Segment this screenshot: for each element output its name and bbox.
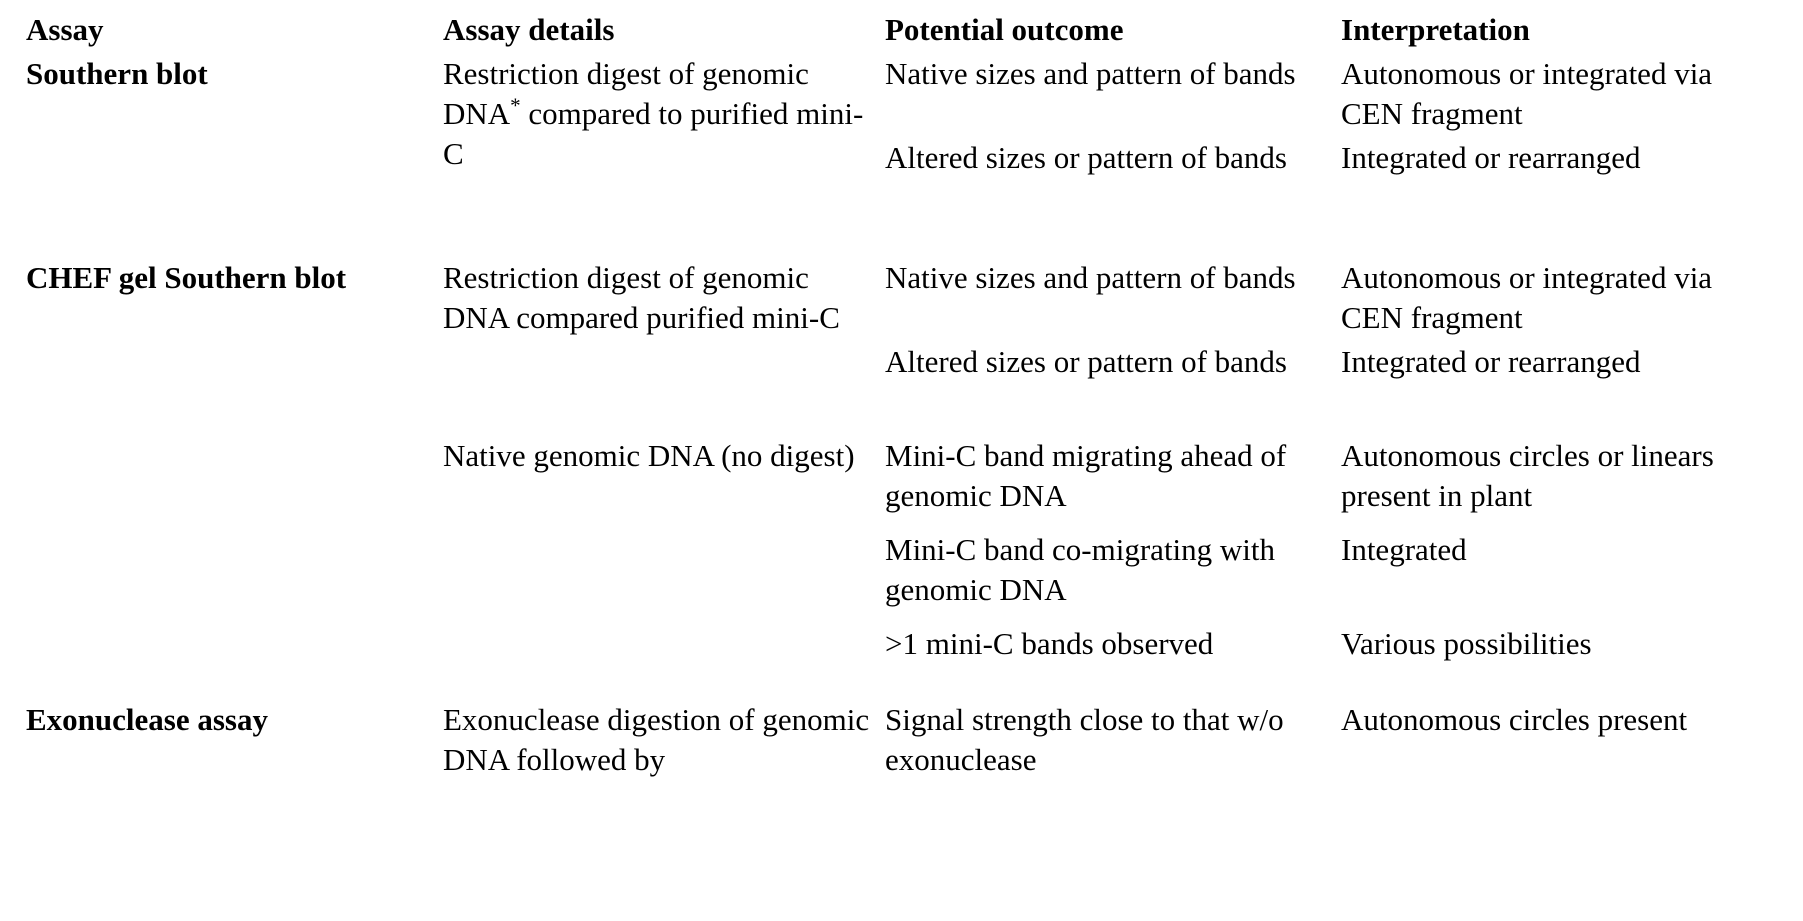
assay-details-cell: Restriction digest of genomic DNA compar… — [435, 256, 877, 434]
outcome-text: Mini-C band co-migrating with genomic DN… — [885, 532, 1276, 607]
table-row: >1 mini-C bands observed Various possibi… — [18, 622, 1786, 672]
spacer-cell — [435, 230, 877, 256]
interpretation-text: Integrated or rearranged — [1341, 140, 1641, 175]
interpretation-cell: Autonomous circles or linears present in… — [1333, 434, 1786, 528]
assay-details-text: Native genomic DNA (no digest) — [443, 438, 855, 473]
assay-details-text: Exonuclease digestion of genomic DNA fol… — [443, 702, 870, 777]
potential-outcome-cell: >1 mini-C bands observed — [877, 622, 1333, 672]
interpretation-text: Various possibilities — [1341, 626, 1592, 661]
table-row: Mini-C band co-migrating with genomic DN… — [18, 528, 1786, 622]
interpretation-cell: Various possibilities — [1333, 622, 1786, 672]
header-label-assay-details: Assay details — [443, 12, 615, 47]
header-label-potential-outcome: Potential outcome — [885, 12, 1124, 47]
table-header-row: Assay Assay details Potential outcome In… — [18, 8, 1786, 52]
table-row: Exonuclease assay Exonuclease digestion … — [18, 698, 1786, 788]
table-row: Native genomic DNA (no digest) Mini-C ba… — [18, 434, 1786, 528]
interpretation-cell: Integrated — [1333, 528, 1786, 622]
column-header-assay-details: Assay details — [435, 8, 877, 52]
table-row: Southern blot Restriction digest of geno… — [18, 52, 1786, 171]
potential-outcome-cell: Native sizes and pattern of bands — [877, 256, 1333, 340]
spacer-row — [18, 672, 1786, 698]
assay-cell-southern-blot: Southern blot — [18, 52, 435, 230]
assay-details-cell: Restriction digest of genomic DNA* compa… — [435, 52, 877, 230]
outcome-text: >1 mini-C bands observed — [885, 626, 1214, 661]
assay-summary-table: Assay Assay details Potential outcome In… — [18, 8, 1786, 788]
interpretation-text: Integrated or rearranged — [1341, 344, 1641, 379]
interpretation-cell: Integrated or rearranged — [1333, 340, 1786, 434]
potential-outcome-cell: Mini-C band migrating ahead of genomic D… — [877, 434, 1333, 528]
table-row: Altered sizes or pattern of bands Integr… — [18, 136, 1786, 230]
interpretation-cell: Autonomous or integrated via CEN fragmen… — [1333, 256, 1786, 340]
spacer-cell — [1333, 230, 1786, 256]
column-header-interpretation: Interpretation — [1333, 8, 1786, 52]
interpretation-text: Autonomous circles present — [1341, 702, 1688, 737]
potential-outcome-cell: Altered sizes or pattern of bands — [877, 340, 1333, 434]
potential-outcome-cell: Native sizes and pattern of bands — [877, 52, 1333, 136]
assay-details-text: Restriction digest of genomic DNA compar… — [443, 260, 840, 335]
table-row: CHEF gel Southern blot Restriction diges… — [18, 256, 1786, 340]
spacer-cell — [18, 672, 435, 698]
outcome-text: Altered sizes or pattern of bands — [885, 140, 1288, 175]
spacer-row — [18, 230, 1786, 256]
spacer-cell — [435, 672, 877, 698]
assay-details-cell: Exonuclease digestion of genomic DNA fol… — [435, 698, 877, 788]
column-header-assay: Assay — [18, 8, 435, 52]
interpretation-text: Autonomous or integrated via CEN fragmen… — [1341, 260, 1713, 335]
header-label-interpretation: Interpretation — [1341, 12, 1530, 47]
table-row: Altered sizes or pattern of bands Integr… — [18, 340, 1786, 434]
assay-cell-exonuclease-assay: Exonuclease assay — [18, 698, 435, 788]
interpretation-text: Autonomous circles or linears present in… — [1341, 438, 1714, 513]
assay-cell-chef-gel-southern-blot: CHEF gel Southern blot — [18, 256, 435, 672]
assay-label: Exonuclease assay — [26, 702, 268, 737]
interpretation-text: Autonomous or integrated via CEN fragmen… — [1341, 56, 1713, 131]
spacer-cell — [1333, 672, 1786, 698]
outcome-text: Native sizes and pattern of bands — [885, 260, 1296, 295]
column-header-potential-outcome: Potential outcome — [877, 8, 1333, 52]
header-label-assay: Assay — [26, 12, 104, 47]
potential-outcome-cell: Altered sizes or pattern of bands — [877, 136, 1333, 230]
assay-label: Southern blot — [26, 56, 208, 91]
interpretation-text: Integrated — [1341, 532, 1467, 567]
potential-outcome-cell: Signal strength close to that w/o exonuc… — [877, 698, 1333, 788]
potential-outcome-cell: Mini-C band co-migrating with genomic DN… — [877, 528, 1333, 622]
outcome-text: Mini-C band migrating ahead of genomic D… — [885, 438, 1287, 513]
interpretation-cell: Autonomous or integrated via CEN fragmen… — [1333, 52, 1786, 136]
assay-details-text: Restriction digest of genomic DNA* compa… — [443, 56, 864, 171]
interpretation-cell: Integrated or rearranged — [1333, 136, 1786, 230]
spacer-cell — [18, 230, 435, 256]
assay-details-cell: Native genomic DNA (no digest) — [435, 434, 877, 672]
interpretation-cell: Autonomous circles present — [1333, 698, 1786, 788]
outcome-text: Signal strength close to that w/o exonuc… — [885, 702, 1284, 777]
spacer-cell — [877, 230, 1333, 256]
spacer-cell — [877, 672, 1333, 698]
outcome-text: Altered sizes or pattern of bands — [885, 344, 1288, 379]
footnote-marker: * — [510, 93, 521, 118]
assay-label: CHEF gel Southern blot — [26, 260, 347, 295]
outcome-text: Native sizes and pattern of bands — [885, 56, 1296, 91]
